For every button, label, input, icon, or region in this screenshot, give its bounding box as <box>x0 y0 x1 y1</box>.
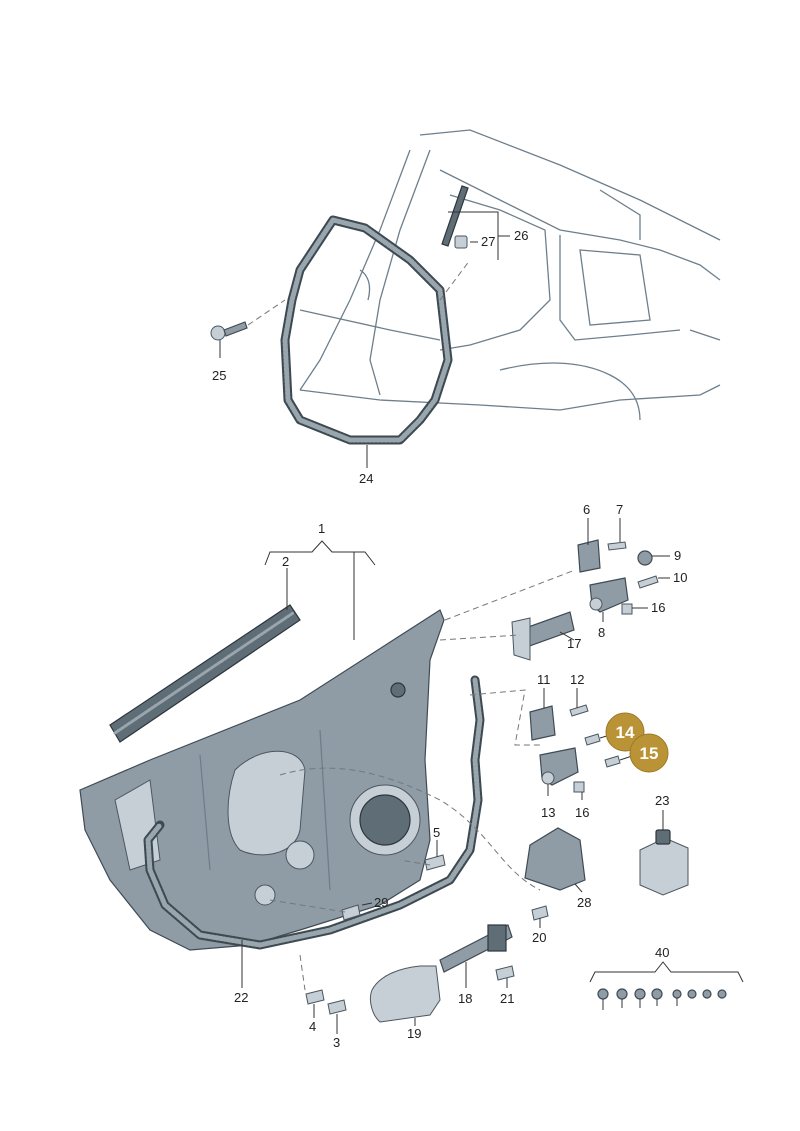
label-7: 7 <box>616 502 623 517</box>
label-2: 2 <box>282 554 289 569</box>
label-29: 29 <box>374 895 388 910</box>
window-strip-2 <box>109 604 301 743</box>
cap-16-upper <box>621 603 633 615</box>
door-seal-22 <box>143 675 485 950</box>
bolt-12 <box>569 704 589 717</box>
label-16-upper: 16 <box>651 600 665 615</box>
label-18: 18 <box>458 991 472 1006</box>
label-23: 23 <box>655 793 669 808</box>
nut-9 <box>637 550 653 566</box>
label-12: 12 <box>570 672 584 687</box>
label-9: 9 <box>674 548 681 563</box>
lower-hinge-11 <box>529 705 556 741</box>
label-4: 4 <box>309 1019 316 1034</box>
upper-hinge-6 <box>577 539 601 573</box>
label-1: 1 <box>318 521 325 536</box>
bolt-3 <box>327 999 347 1015</box>
bolt-15 <box>604 755 621 768</box>
label-28: 28 <box>577 895 591 910</box>
label-5: 5 <box>433 825 440 840</box>
label-16-lower: 16 <box>575 805 589 820</box>
bolt-29 <box>341 904 361 921</box>
fastener-set-40 <box>597 988 727 1010</box>
label-40: 40 <box>655 945 669 960</box>
car-body-outline <box>299 129 721 421</box>
label-22: 22 <box>234 990 248 1005</box>
label-11: 11 <box>537 672 551 687</box>
label-6: 6 <box>583 502 590 517</box>
container-23 <box>639 829 689 896</box>
handle-19 <box>369 965 441 1023</box>
bolt-5 <box>424 854 446 871</box>
door-shell-1 <box>79 609 445 951</box>
label-13: 13 <box>541 805 555 820</box>
bolt-10 <box>637 575 659 589</box>
label-10: 10 <box>673 570 687 585</box>
bracket-17 <box>511 611 575 661</box>
door-frame-seal-24 <box>280 215 453 445</box>
bracket-28 <box>524 827 586 891</box>
label-8: 8 <box>598 625 605 640</box>
label-25: 25 <box>212 368 226 383</box>
label-19: 19 <box>407 1026 421 1041</box>
window-trim-strip-26 <box>441 185 469 249</box>
part-labels: 1 2 24 25 26 27 6 7 9 10 16 8 17 11 12 1… <box>212 228 687 1050</box>
badge-15-text: 15 <box>640 744 659 763</box>
door-check-18 <box>439 924 513 973</box>
label-20: 20 <box>532 930 546 945</box>
bolt-21 <box>495 965 515 981</box>
label-3: 3 <box>333 1035 340 1050</box>
label-26: 26 <box>514 228 528 243</box>
label-24: 24 <box>359 471 373 486</box>
label-27: 27 <box>481 234 495 249</box>
bolt-4 <box>305 989 325 1005</box>
cap-16-lower <box>573 781 585 793</box>
label-21: 21 <box>500 991 514 1006</box>
bolt-20 <box>531 905 549 921</box>
bolt-14 <box>584 733 601 746</box>
leader-lines <box>219 211 744 1034</box>
lower-hinge-13 <box>539 747 579 786</box>
bolt-25 <box>210 321 248 341</box>
upper-hinge-8 <box>589 577 629 613</box>
highlight-badge-15[interactable]: 15 <box>629 733 669 773</box>
badge-14-text: 14 <box>616 723 635 742</box>
label-17: 17 <box>567 636 581 651</box>
bolt-7 <box>607 541 627 551</box>
